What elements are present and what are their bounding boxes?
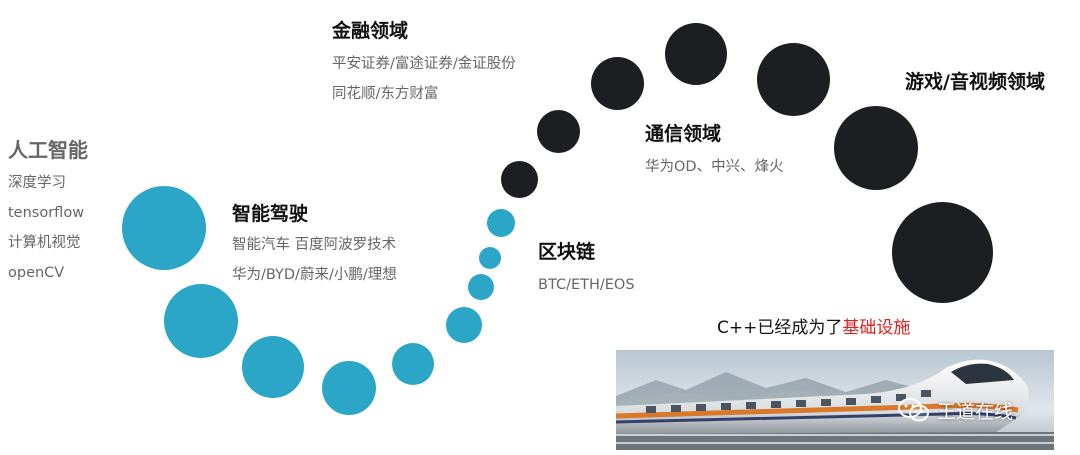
section-item: tensorflow <box>8 205 85 221</box>
path-dot-blue-9 <box>487 209 515 237</box>
section-telecom: 通信领域 华为OD、中兴、烽火 <box>645 120 784 182</box>
section-title: 金融领域 <box>332 20 409 42</box>
path-dot-blue-7 <box>468 274 494 300</box>
section-title: 通信领域 <box>645 123 722 145</box>
path-dot-blue-4 <box>322 361 376 415</box>
train-photo <box>616 350 1054 450</box>
section-item: 深度学习 <box>8 175 66 191</box>
path-dot-blue-1 <box>122 186 206 270</box>
section-item: BTC/ETH/EOS <box>538 277 635 293</box>
section-item: 华为OD、中兴、烽火 <box>645 159 784 175</box>
wechat-icon <box>898 398 929 422</box>
train-illustration <box>616 350 1054 450</box>
section-autonomous: 智能驾驶 智能汽车 百度阿波罗技术 华为/BYD/蔚来/小鹏/理想 <box>232 200 397 290</box>
path-dot-blue-2 <box>164 284 238 358</box>
section-item: 华为/BYD/蔚来/小鹏/理想 <box>232 267 397 283</box>
path-dot-blue-3 <box>242 336 304 398</box>
path-dot-dark-4 <box>665 23 727 85</box>
path-dot-blue-8 <box>479 247 501 269</box>
section-title: 游戏/音视频领域 <box>905 71 1045 93</box>
path-dot-blue-6 <box>446 307 482 343</box>
section-gaming: 游戏/音视频领域 <box>905 68 1045 96</box>
path-dot-dark-7 <box>892 202 993 303</box>
caption-prefix: C++已经成为了 <box>717 318 843 338</box>
section-title: 区块链 <box>538 241 596 263</box>
path-dot-blue-5 <box>392 343 434 385</box>
section-title: 智能驾驶 <box>232 203 309 225</box>
section-item: 平安证券/富途证券/金证股份 <box>332 56 516 72</box>
section-ai: 人工智能 深度学习 tensorflow 计算机视觉 openCV <box>8 136 88 288</box>
caption-highlight: 基础设施 <box>842 318 911 338</box>
path-dot-dark-1 <box>501 161 538 198</box>
caption: C++已经成为了基础设施 <box>717 313 910 338</box>
section-title: 人工智能 <box>8 138 88 162</box>
watermark-text: 王道在线 <box>937 400 1014 423</box>
section-blockchain: 区块链 BTC/ETH/EOS <box>538 238 635 300</box>
section-item: openCV <box>8 265 65 281</box>
section-finance: 金融领域 平安证券/富途证券/金证股份 同花顺/东方财富 <box>332 17 516 109</box>
path-dot-dark-3 <box>591 57 644 110</box>
path-dot-dark-2 <box>537 110 580 153</box>
path-dot-dark-6 <box>834 106 918 190</box>
section-item: 计算机视觉 <box>8 235 81 251</box>
path-dot-dark-5 <box>757 43 830 116</box>
watermark: 王道在线 <box>897 396 1013 424</box>
section-item: 同花顺/东方财富 <box>332 86 439 102</box>
section-item: 智能汽车 百度阿波罗技术 <box>232 237 397 253</box>
